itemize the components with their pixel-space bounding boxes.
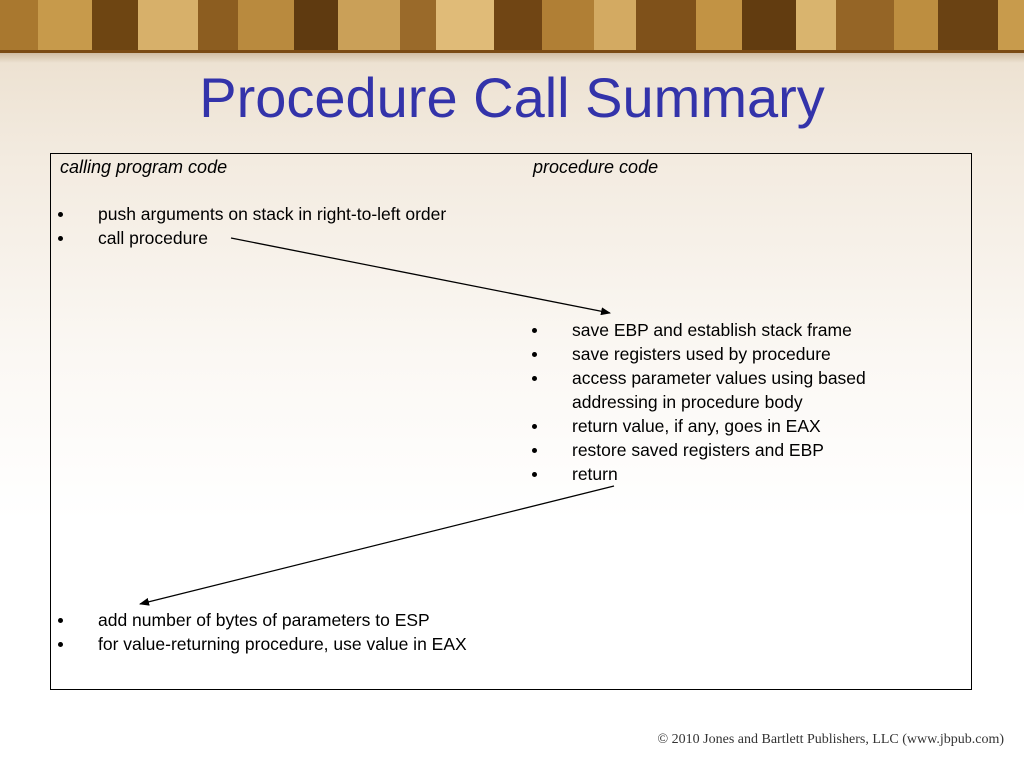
bullet-icon	[532, 352, 537, 357]
list-item: return value, if any, goes in EAX	[526, 414, 946, 438]
caller-before-list: push arguments on stack in right-to-left…	[52, 202, 522, 250]
bullet-icon	[58, 236, 63, 241]
caller-after-list: add number of bytes of parameters to ESP…	[52, 608, 552, 656]
copyright-footer: © 2010 Jones and Bartlett Publishers, LL…	[657, 732, 1004, 747]
slide-title: Procedure Call Summary	[199, 66, 825, 129]
decorative-header-band	[0, 0, 1024, 53]
list-item: save EBP and establish stack frame	[526, 318, 946, 342]
procedure-code-header: procedure code	[533, 157, 659, 177]
bullet-icon	[532, 376, 537, 381]
list-item: return	[526, 462, 946, 486]
bullet-icon	[532, 424, 537, 429]
list-item: add number of bytes of parameters to ESP	[52, 608, 552, 632]
bullet-icon	[58, 618, 63, 623]
bullet-icon	[532, 472, 537, 477]
procedure-call-table	[50, 153, 972, 690]
calling-program-header: calling program code	[60, 157, 228, 177]
header-band-shadow	[0, 53, 1024, 63]
list-item: call procedure	[52, 226, 522, 250]
bullet-icon	[58, 642, 63, 647]
bullet-icon	[58, 212, 63, 217]
list-item: for value-returning procedure, use value…	[52, 632, 552, 656]
bullet-icon	[532, 448, 537, 453]
bullet-icon	[532, 328, 537, 333]
list-item: access parameter values using based addr…	[526, 366, 946, 414]
procedure-steps-list: save EBP and establish stack frame save …	[526, 318, 946, 486]
list-item: restore saved registers and EBP	[526, 438, 946, 462]
list-item: save registers used by procedure	[526, 342, 946, 366]
list-item: push arguments on stack in right-to-left…	[52, 202, 522, 226]
